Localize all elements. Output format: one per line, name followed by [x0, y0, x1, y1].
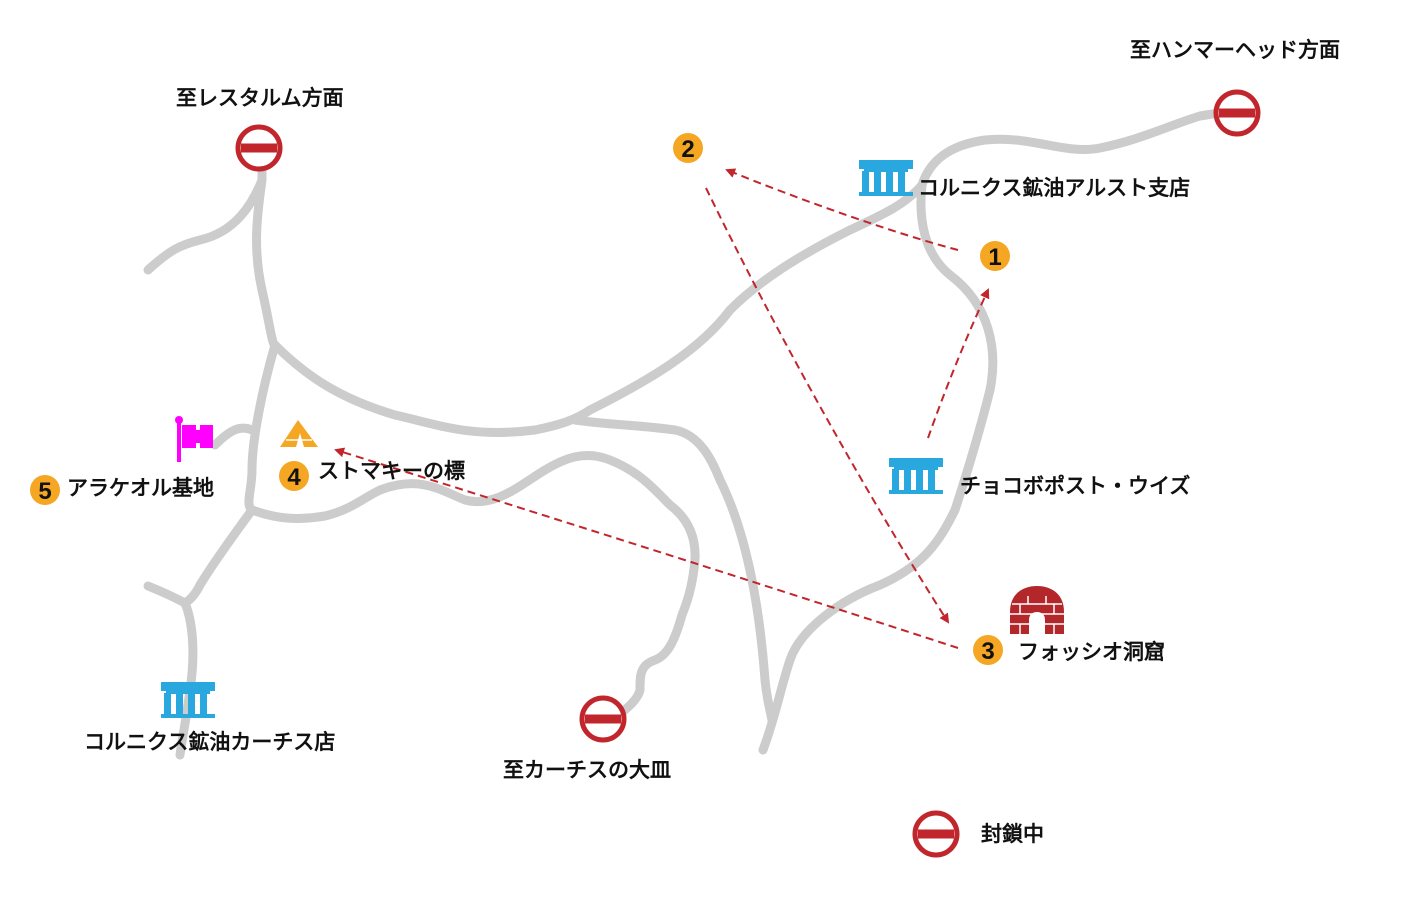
gas-station-icon — [161, 682, 215, 718]
step-badge-2: 2 — [673, 133, 703, 163]
svg-text:1: 1 — [988, 244, 1001, 271]
road — [758, 180, 998, 755]
road — [244, 340, 280, 515]
label-to-hammerhead: 至ハンマーヘッド方面 — [1130, 38, 1340, 62]
label-arachne-base: アラケオル基地 — [67, 476, 214, 500]
road — [143, 155, 267, 275]
roads — [143, 107, 1230, 760]
chocobo-post-icon — [889, 458, 943, 494]
cave-icon — [1010, 586, 1064, 634]
route-arrow-2-3 — [705, 187, 950, 624]
svg-text:4: 4 — [287, 464, 301, 491]
closed-road-sign-icon — [582, 698, 624, 740]
road — [252, 175, 280, 350]
road — [210, 423, 257, 450]
closed-road-sign-icon — [1216, 92, 1258, 134]
label-to-cartanica: 至カーチスの大皿 — [503, 758, 671, 782]
svg-text:3: 3 — [981, 638, 994, 665]
step-badge-1: 1 — [980, 241, 1010, 271]
label-to-restalm: 至レスタルム方面 — [176, 86, 344, 110]
route-arrow-3-4 — [334, 447, 959, 649]
label-coernix-cartanica: コルニクス鉱油カーチス店 — [84, 730, 336, 754]
legend-closed-label: 封鎖中 — [981, 822, 1044, 846]
label-smokey-sign: ストマキーの標 — [318, 459, 465, 483]
step-badge-4: 4 — [279, 461, 309, 491]
label-chocobo-post: チョコボポスト・ウイズ — [960, 474, 1191, 498]
flag-icon — [175, 416, 213, 462]
road — [917, 107, 1230, 190]
step-badge-5: 5 — [30, 475, 60, 505]
closed-road-sign-icon — [915, 813, 957, 855]
tent-icon — [280, 420, 318, 447]
road — [180, 505, 257, 608]
route-arrows — [334, 168, 990, 649]
label-fociaugh-cave: フォッシオ洞窟 — [1018, 640, 1165, 664]
svg-text:5: 5 — [38, 478, 51, 505]
route-arrow-chocobo-1 — [927, 288, 990, 439]
closed-road-sign-icon — [238, 127, 280, 169]
road — [247, 450, 700, 723]
road — [270, 180, 927, 437]
road — [570, 415, 777, 725]
gas-station-icon — [859, 160, 913, 196]
label-coernix-alstor: コルニクス鉱油アルスト支店 — [918, 176, 1191, 200]
route-arrow-1-2 — [725, 168, 959, 251]
step-badge-3: 3 — [973, 635, 1003, 665]
road — [143, 581, 190, 608]
svg-text:2: 2 — [681, 136, 694, 163]
